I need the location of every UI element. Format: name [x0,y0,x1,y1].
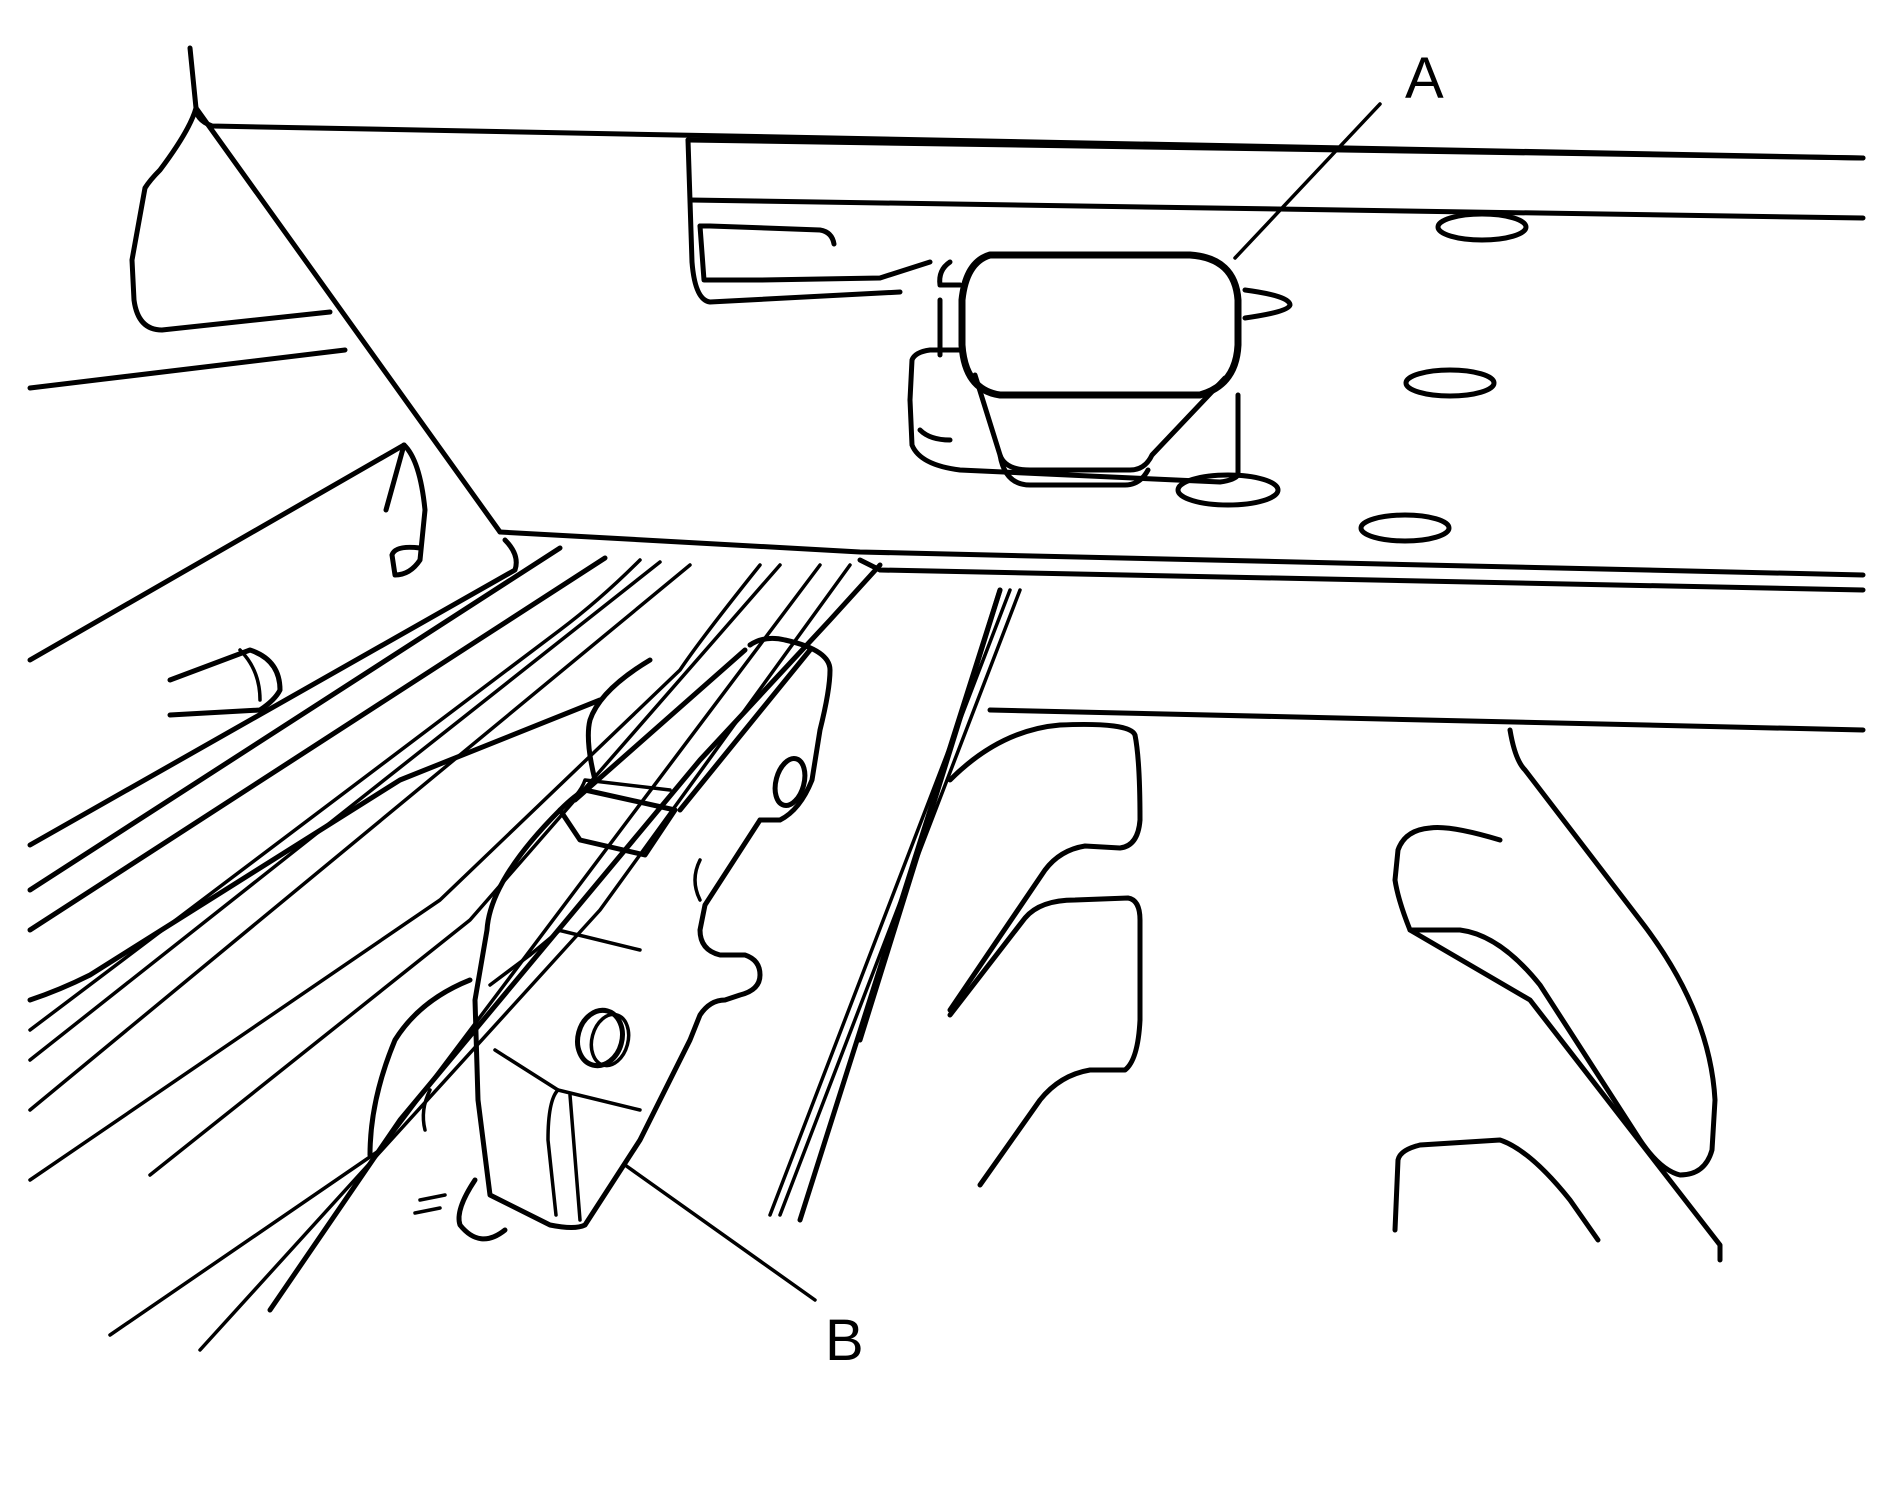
component-b [367,635,833,1242]
component-a [907,251,1242,488]
upper-rail [497,137,1866,593]
callout-b: B [623,1163,864,1373]
lower-right-cutouts [947,707,1866,1263]
lower-diagonal-rails [27,442,1022,1352]
upper-left-panel [27,45,1866,663]
callout-label-a: A [1405,46,1444,111]
callout-a: A [1233,46,1444,260]
callout-label-b: B [825,1308,864,1373]
